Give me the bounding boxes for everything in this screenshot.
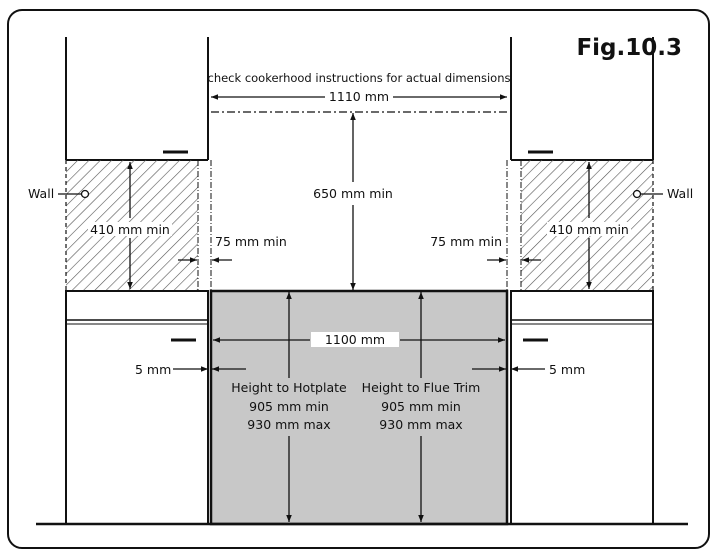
flue-max: 930 mm max (379, 417, 462, 432)
wall-label-right: Wall (667, 186, 693, 201)
right-base-cabinet (510, 290, 654, 525)
side-clearance-left-label: 75 mm min (215, 234, 287, 249)
flue-min: 905 mm min (381, 399, 461, 414)
side-clearance-right-label: 75 mm min (430, 234, 502, 249)
hotplate-min: 905 mm min (249, 399, 329, 414)
hood-width-label: 1110 mm (329, 89, 389, 104)
cooker-body (209, 289, 509, 526)
wall-label-left: Wall (28, 186, 54, 201)
wall-marker-right (632, 189, 642, 199)
flue-title: Height to Flue Trim (362, 380, 481, 395)
gap-left-label: 5 mm (135, 362, 171, 377)
hood-clearance-label: 650 mm min (313, 186, 393, 201)
wall-height-left-label: 410 mm min (90, 222, 170, 237)
wall-marker-left (80, 189, 90, 199)
cooker-width-label: 1100 mm (325, 332, 385, 347)
hotplate-title: Height to Hotplate (231, 380, 347, 395)
left-base-cabinet (65, 290, 209, 525)
figure-title: Fig.10.3 (576, 35, 682, 61)
cookerhood-note: check cookerhood instructions for actual… (208, 71, 511, 85)
hotplate-max: 930 mm max (247, 417, 330, 432)
gap-right-label: 5 mm (549, 362, 585, 377)
wall-height-right-label: 410 mm min (549, 222, 629, 237)
